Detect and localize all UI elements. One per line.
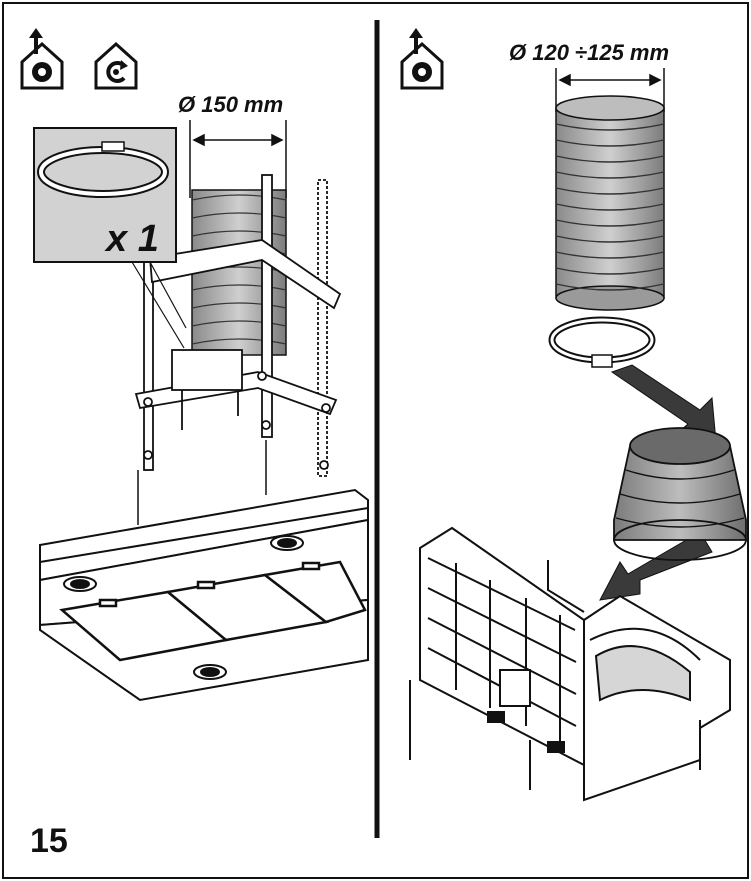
right-dimension-lines: [555, 68, 665, 112]
mounting-frame: [134, 174, 342, 477]
right-diameter-label: Ø 120 ÷125 mm: [509, 40, 670, 65]
hood-motor-unit: [409, 526, 731, 802]
clamp-inset: [33, 127, 187, 349]
left-diameter-label: Ø 150 mm: [178, 92, 284, 117]
left-dimension-lines: [189, 120, 287, 198]
grease-filters: [59, 560, 367, 662]
duct-out-icon: [400, 28, 444, 90]
flexible-duct: [555, 95, 665, 311]
wall-outline: [137, 440, 267, 525]
assembly-arrows: [599, 364, 717, 601]
duct-adapter: [613, 427, 747, 561]
step-number: 15: [30, 822, 68, 860]
duct-out-icon: [20, 28, 64, 90]
hose-clamp: [548, 316, 656, 368]
recirculation-icon: [94, 41, 138, 90]
clamp-quantity-label: x 1: [106, 218, 159, 260]
